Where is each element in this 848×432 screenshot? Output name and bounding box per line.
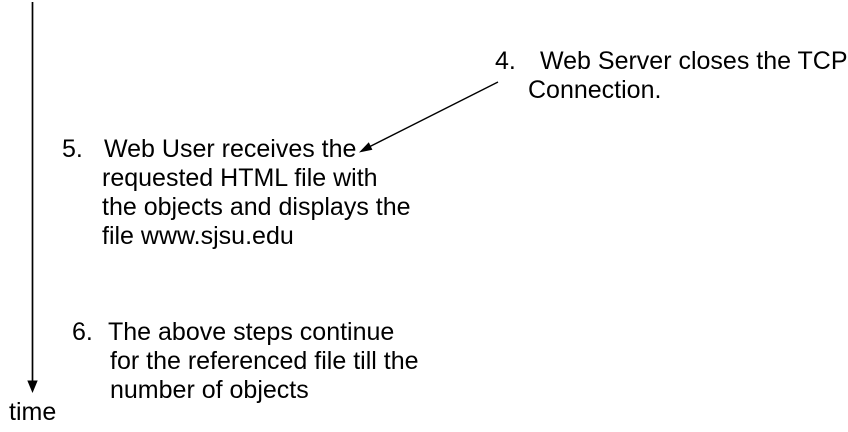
step-line-text: The above steps continue xyxy=(108,318,395,346)
step-line-text: for the referenced file till the xyxy=(110,347,419,375)
step-line-text: requested HTML file with xyxy=(102,164,378,192)
step-line: 5. Web User receives the xyxy=(62,135,411,164)
step-number: 4. xyxy=(495,47,516,75)
step-number: 5. xyxy=(62,135,83,163)
time-axis-label: time xyxy=(9,398,57,426)
step-line: 6. The above steps continue xyxy=(72,318,419,347)
step-line-text: the objects and displays the xyxy=(102,193,411,221)
time-axis-arrow xyxy=(27,2,38,393)
step-line-text: Web User receives the xyxy=(104,135,357,163)
step-number: 6. xyxy=(72,318,93,346)
step-6-text-block: 6. The above steps continue for the refer… xyxy=(72,318,419,405)
step-line-text: file www.sjsu.edu xyxy=(102,222,294,250)
step-line-text: Web Server closes the TCP xyxy=(540,47,848,75)
step-4-text-block: 4. Web Server closes the TCP Connection. xyxy=(495,47,848,105)
step-5-text-block: 5. Web User receives the requested HTML f… xyxy=(62,135,411,251)
step-line: 4. Web Server closes the TCP xyxy=(495,47,848,76)
time-axis-arrowhead-icon xyxy=(27,380,38,393)
step-line-text: number of objects xyxy=(110,376,309,404)
step-line-text: Connection. xyxy=(528,76,662,104)
